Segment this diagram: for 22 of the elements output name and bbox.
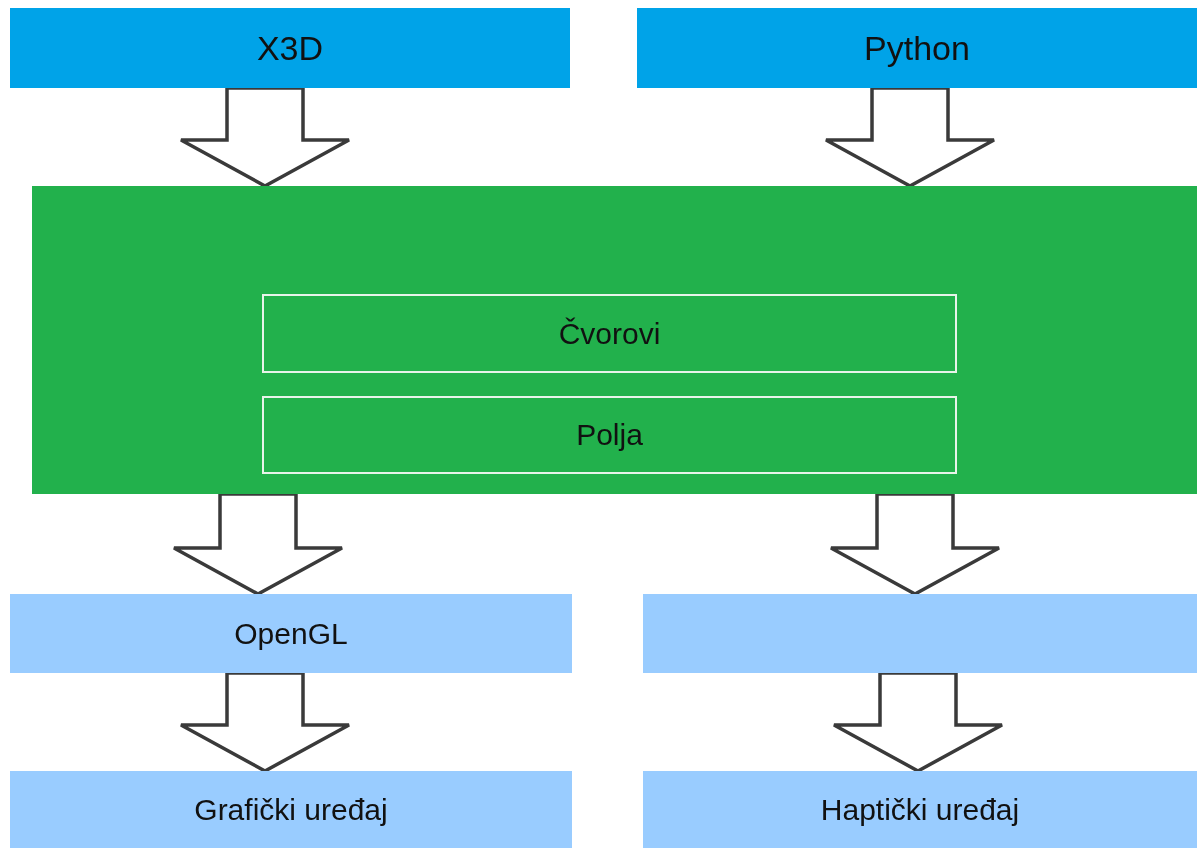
layer-box [643, 771, 1197, 848]
block-arrow [824, 86, 996, 188]
block-arrow [832, 671, 1004, 773]
module-box [262, 294, 957, 373]
module-box [262, 396, 957, 474]
layer-box [10, 594, 572, 673]
block-arrow [179, 86, 351, 188]
node-label: X3D [256, 28, 324, 68]
block-arrow [172, 492, 344, 596]
node-label: OpenGL [234, 616, 348, 651]
layer-box [10, 771, 572, 848]
node-label: Čvorovi [558, 316, 661, 351]
node-label: Haptički uređaj [820, 792, 1020, 827]
node-label: Grafički uređaj [194, 792, 388, 827]
layer-box [32, 186, 1197, 494]
layer-box [643, 594, 1197, 673]
layer-box [637, 8, 1197, 88]
node-label: Polja [576, 418, 643, 452]
block-arrow [829, 492, 1001, 596]
node-label: Python [864, 28, 970, 68]
layer-box [10, 8, 570, 88]
block-arrow [179, 671, 351, 773]
